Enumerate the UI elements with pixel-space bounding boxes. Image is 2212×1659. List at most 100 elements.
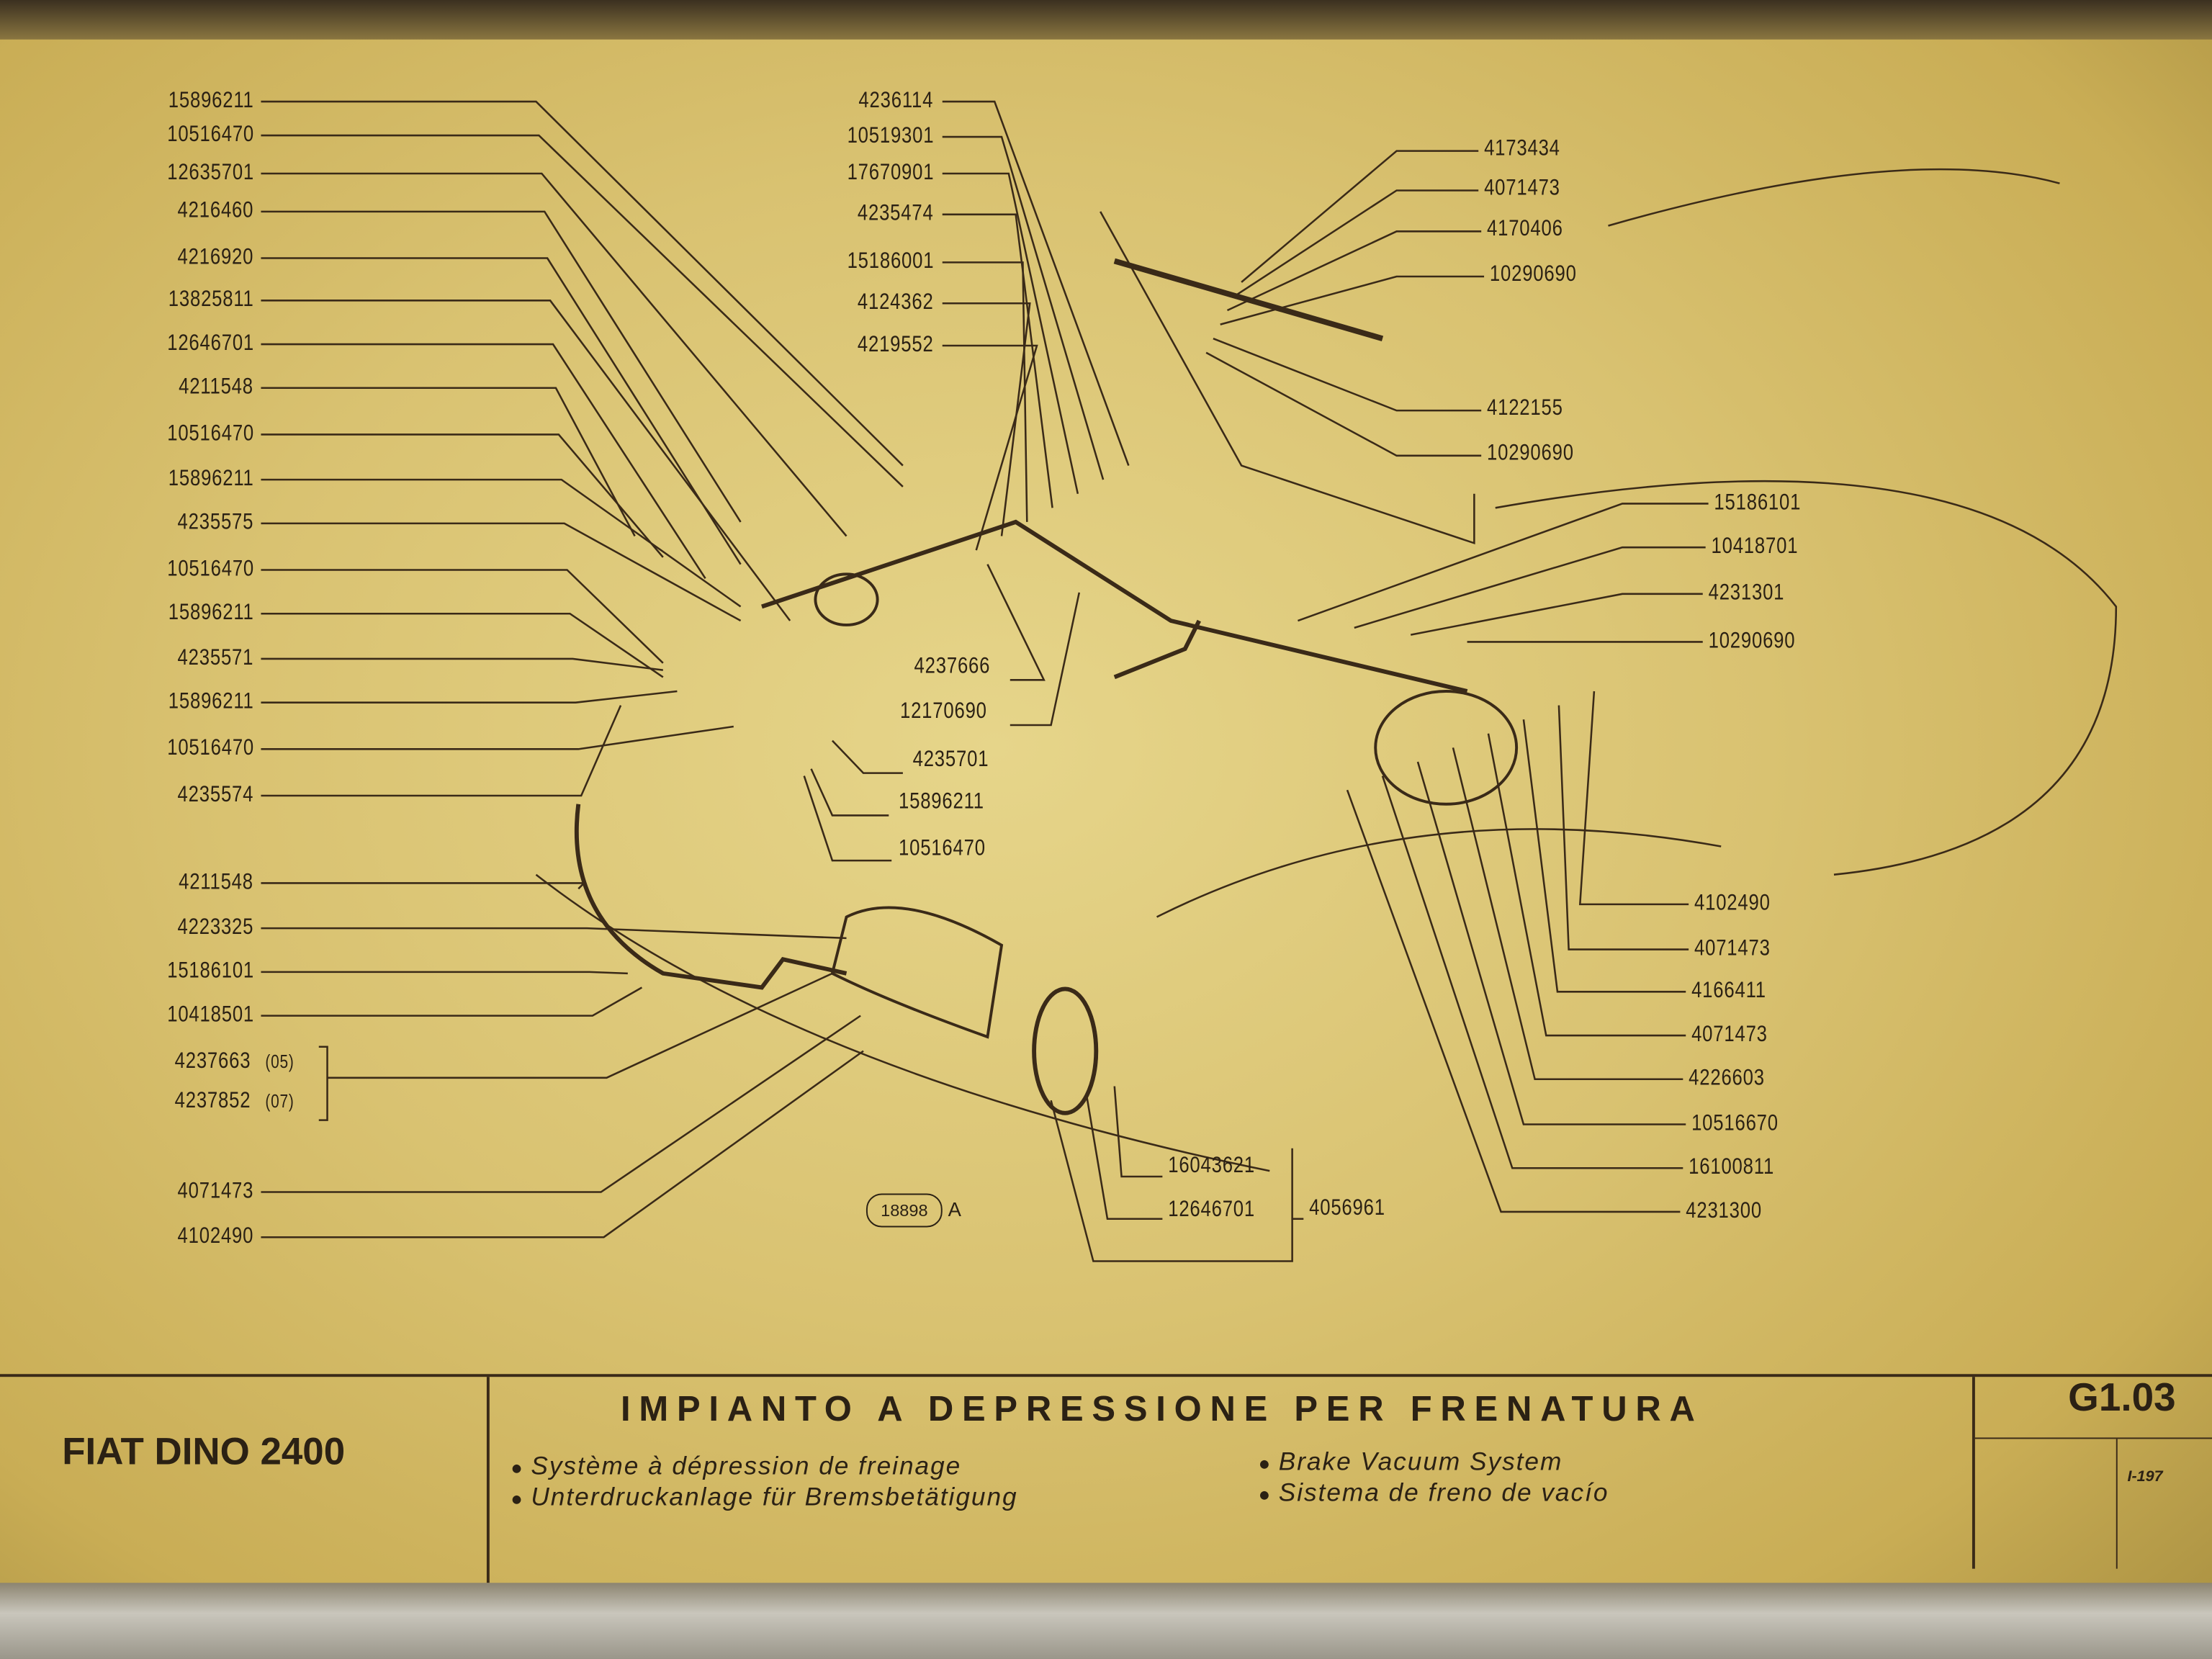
leader-line [942, 261, 1028, 522]
translation-de: Unterdruckanlage für Bremsbetätigung [511, 1483, 1017, 1512]
plastic-sleeve [0, 1583, 2212, 1659]
binder-edge [0, 0, 2212, 40]
part-number: 12170690 [899, 699, 987, 724]
translation-en: Brake Vacuum System [1259, 1447, 1563, 1477]
part-number: 15896211 [168, 690, 254, 714]
part-number: 12635701 [166, 161, 254, 185]
leader-line [261, 100, 904, 467]
leader-line [261, 522, 742, 622]
leader-line [261, 172, 848, 537]
sheet-number: G1.03 [2068, 1375, 2176, 1419]
part-number: 4226603 [1689, 1066, 1765, 1091]
part-number: 10516470 [166, 122, 254, 147]
leader-line [261, 705, 622, 797]
part-number: 12646701 [166, 331, 254, 356]
part-number: 4235571 [177, 646, 254, 670]
leader-line [803, 775, 892, 862]
leader-line [1578, 691, 1689, 906]
part-number: 4235701 [912, 747, 989, 772]
leader-line [261, 210, 742, 523]
leader-line [1452, 747, 1683, 1081]
drawing-reference: 18898 [866, 1193, 943, 1228]
leader-line [1298, 503, 1709, 622]
part-number: 16043621 [1168, 1154, 1256, 1178]
leader-line [1416, 761, 1686, 1125]
part-number: 4237852 [175, 1089, 251, 1113]
part-number: 10290690 [1489, 262, 1577, 287]
leader-line [261, 257, 742, 565]
leader-line [261, 300, 791, 621]
leader-line [942, 100, 1130, 466]
leader-line [1205, 351, 1482, 457]
part-number: 4237663 [175, 1049, 251, 1074]
part-number: 15896211 [899, 790, 984, 814]
leader-line [1522, 719, 1686, 993]
leader-line [942, 344, 1038, 551]
leader-line [832, 739, 903, 774]
drawing-reference-suffix: A [948, 1197, 961, 1220]
leader-line [942, 135, 1105, 480]
part-number: 15896211 [168, 601, 254, 625]
part-number: 4173434 [1484, 137, 1560, 161]
leader-line [261, 569, 664, 664]
part-number: 4170406 [1486, 217, 1563, 242]
leader-line [261, 971, 628, 975]
clamp-band [1032, 986, 1099, 1115]
part-number: 15186101 [166, 959, 254, 984]
title-block-divider [2116, 1439, 2118, 1569]
part-number: 4071473 [1694, 936, 1771, 961]
leader-line [1233, 189, 1479, 297]
part-number: 15896211 [168, 467, 254, 491]
part-number: 4211548 [179, 375, 254, 400]
part-number: 15186001 [847, 249, 934, 274]
leader-line [327, 972, 833, 1079]
title-block-divider [1972, 1377, 1975, 1569]
leader-line [261, 433, 664, 558]
leader-line [261, 478, 742, 608]
part-number: (07) [265, 1090, 295, 1112]
title-block-divider [486, 1377, 490, 1583]
part-number: 4124362 [858, 290, 934, 315]
part-number: 10516470 [166, 736, 254, 761]
part-number: 4166411 [1691, 979, 1766, 1003]
part-number: 4102490 [1694, 891, 1771, 916]
leader-line [986, 564, 1046, 681]
part-number: 4122155 [1486, 396, 1563, 421]
part-number: 4237666 [914, 655, 991, 679]
part-number: 10290690 [1708, 629, 1796, 654]
leader-line [1557, 705, 1689, 950]
vacuum-reservoir [830, 906, 1004, 1039]
translation-es: Sistema de freno de vacío [1259, 1478, 1609, 1508]
leader-line [1010, 592, 1081, 727]
part-number: 10519301 [847, 124, 934, 148]
check-valve [814, 572, 879, 626]
part-number: 4071473 [1691, 1022, 1768, 1047]
leader-line [261, 134, 904, 487]
part-number: 4216460 [177, 199, 254, 223]
leader-line [261, 612, 664, 678]
part-number: 4231301 [1708, 581, 1785, 606]
part-number: 10516470 [166, 421, 254, 446]
leader-line [942, 213, 1053, 508]
bracket [318, 1046, 328, 1121]
part-number: 17670901 [847, 161, 934, 185]
leader-line [942, 302, 1031, 536]
leader-line [261, 657, 663, 671]
part-number: 4102490 [177, 1224, 254, 1249]
edition-date: I-197 [2127, 1468, 2163, 1486]
leader-line [810, 768, 889, 817]
part-number: 16100811 [1689, 1155, 1775, 1179]
part-number: 4216920 [177, 245, 254, 270]
part-number: 4235474 [858, 202, 934, 226]
leader-line [261, 343, 706, 579]
part-number: 10516470 [166, 557, 254, 582]
bracket [1050, 1100, 1293, 1262]
leader-line [1487, 733, 1686, 1037]
part-number: 4071473 [177, 1179, 254, 1204]
page-title: IMPIANTO A DEPRESSIONE PER FRENATURA [621, 1389, 1704, 1429]
vacuum-hose [574, 519, 1468, 990]
part-number: 4235574 [177, 783, 254, 807]
leader-line [1381, 775, 1683, 1169]
